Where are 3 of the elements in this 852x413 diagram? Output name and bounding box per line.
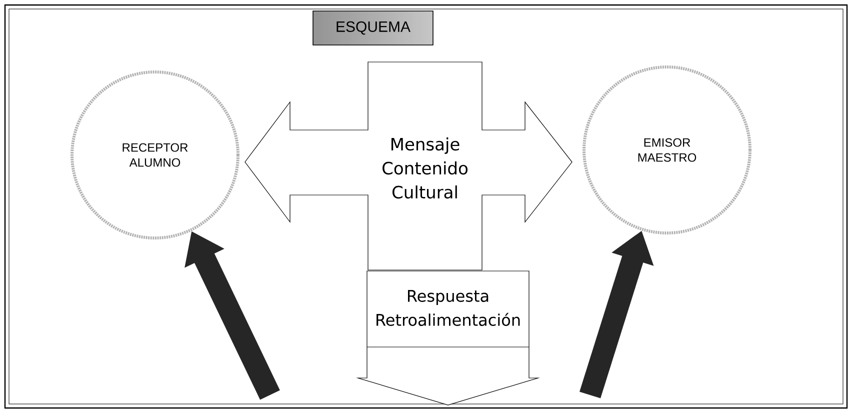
node-label: Respuesta Retroalimentación [376,290,520,326]
title-box: ESQUEMA [312,10,434,46]
arrow-callout-box: Respuesta Retroalimentación [356,270,540,406]
